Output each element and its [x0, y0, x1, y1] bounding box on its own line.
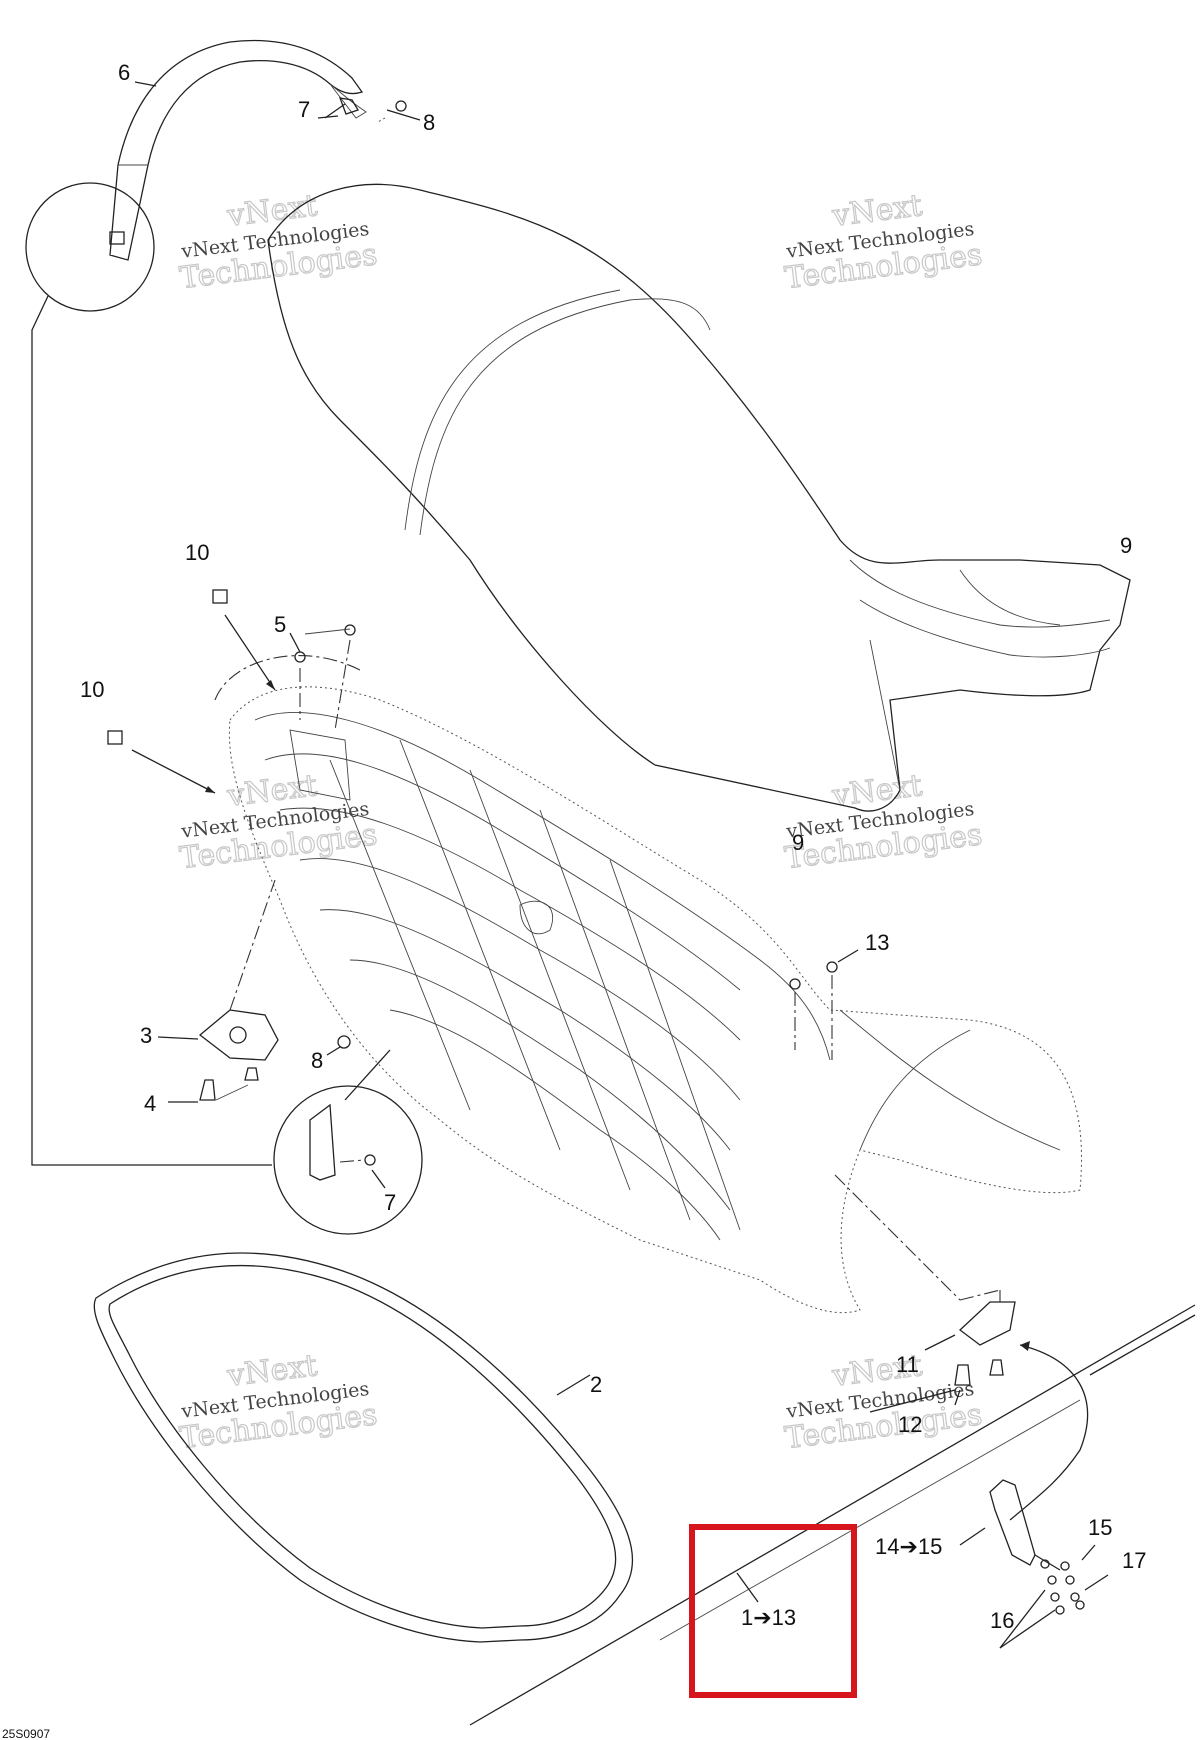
latch-part [198, 1009, 279, 1061]
callout-8: 8 [311, 1048, 323, 1073]
callout-9: 9 [1120, 533, 1132, 558]
gasket-part [93, 1252, 634, 1643]
callout-7-top: 7 [298, 97, 310, 122]
callout-10-a: 10 [185, 540, 209, 565]
callout-5: 5 [274, 612, 286, 637]
watermark-group: vNext vNext Technologies Technologies vN… [177, 188, 985, 1457]
callout-2: 2 [590, 1372, 602, 1397]
detail-circle-top [25, 182, 155, 312]
callout-11: 11 [896, 1352, 919, 1377]
callout-10-b: 10 [80, 677, 104, 702]
clip-10-a [212, 589, 228, 604]
bracket-part [958, 1301, 1016, 1346]
callout-labels: 6 7 8 9 10 5 10 9 13 3 8 4 7 11 2 12 15 … [80, 60, 1146, 1633]
callout-12: 12 [898, 1412, 922, 1437]
highlight-box [689, 1524, 857, 1698]
callout-16: 16 [990, 1608, 1014, 1633]
callout-1-13: 1➔13 [741, 1605, 796, 1630]
callout-9-small: 9 [792, 830, 804, 855]
callout-15: 15 [1088, 1515, 1112, 1540]
seat-cover-part [267, 183, 1131, 812]
clip-10-b [107, 730, 123, 745]
assembly-callout-highlight: 1➔13 [689, 1524, 857, 1698]
callout-7-bottom: 7 [384, 1190, 396, 1215]
grab-handle-part [25, 39, 421, 1166]
detail-circle-bottom [273, 1085, 423, 1235]
callout-14-15: 14➔15 [875, 1534, 942, 1559]
callout-4: 4 [144, 1091, 156, 1116]
diagram-code: 25S0907 [2, 1727, 50, 1740]
floor-lines [469, 1304, 1196, 1726]
callout-6: 6 [118, 60, 130, 85]
seat-base-part [214, 655, 1082, 1314]
detail-leader-line [31, 295, 272, 1166]
hardware-parts [107, 589, 1089, 1521]
callout-3: 3 [140, 1023, 152, 1048]
tow-handle-part [959, 1479, 1109, 1649]
callout-13: 13 [865, 930, 889, 955]
callout-8-top: 8 [423, 110, 435, 135]
callout-17: 17 [1122, 1548, 1146, 1573]
